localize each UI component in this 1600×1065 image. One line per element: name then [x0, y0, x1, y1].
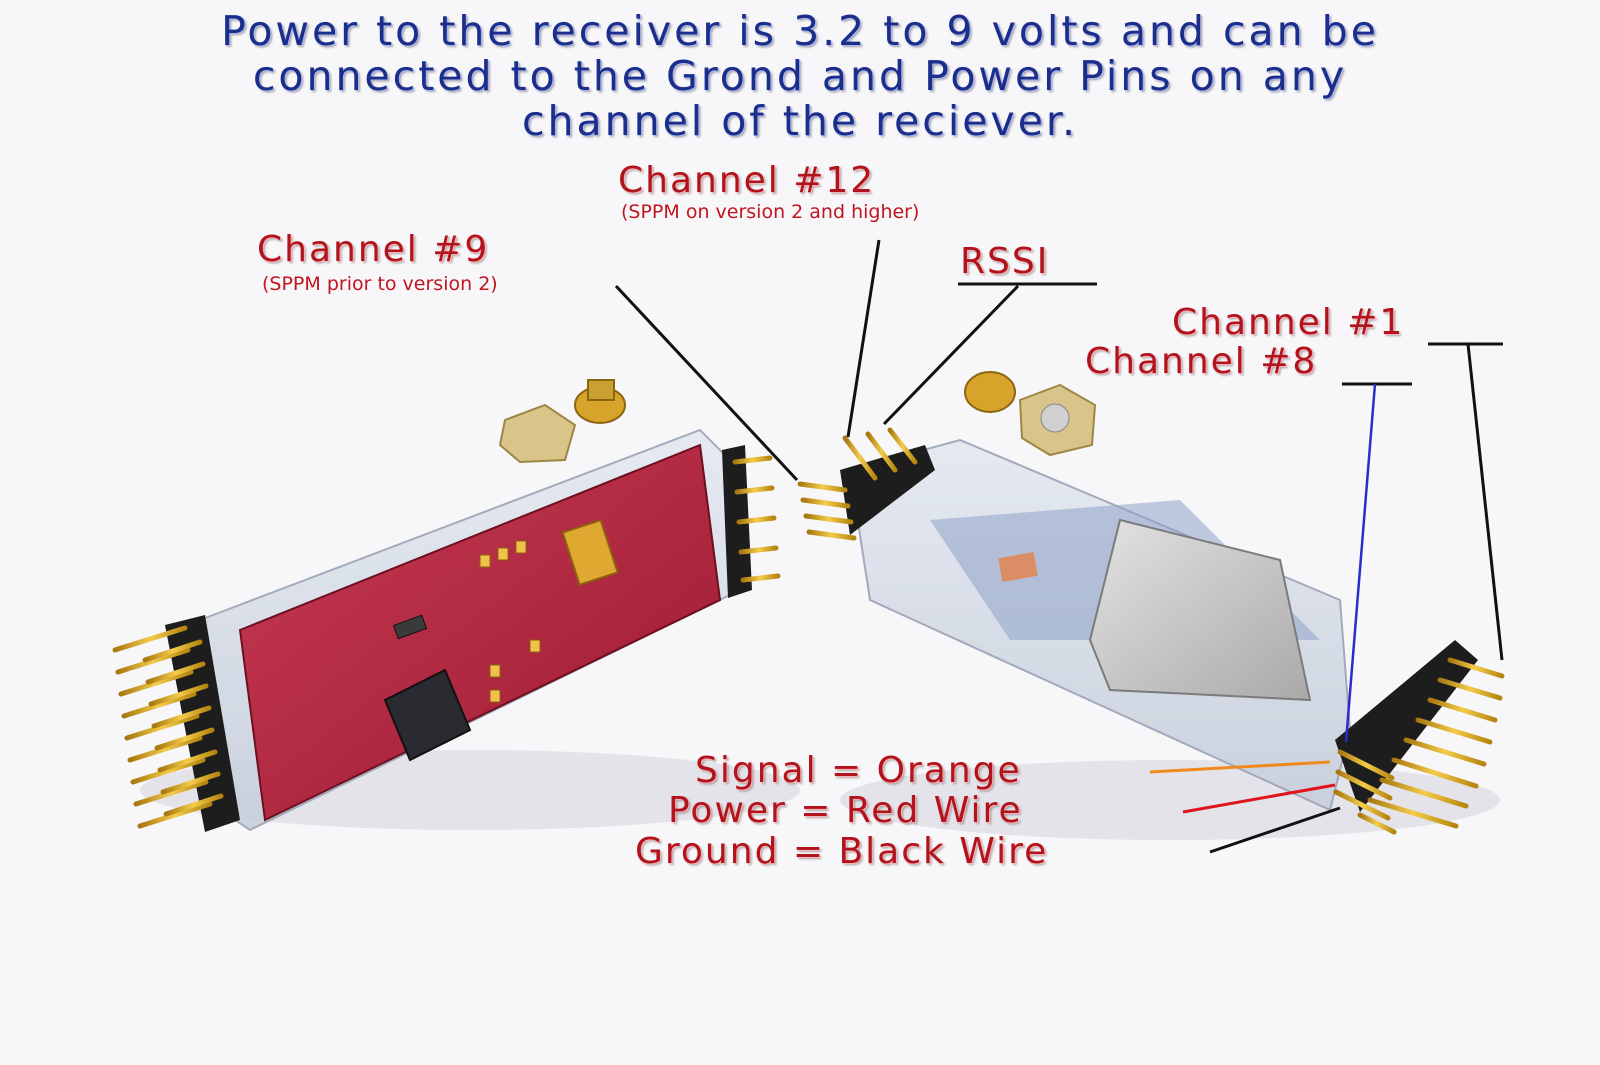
- label-rssi: RSSI: [960, 241, 1050, 282]
- channel8-pointer: [1344, 383, 1377, 743]
- right-gold-pins: [1333, 657, 1505, 835]
- rssi-pointer: [882, 284, 1020, 426]
- crystal: [392, 614, 428, 640]
- label-signal: Signal = Orange: [695, 750, 1022, 791]
- left-receiver-end-pins: [732, 455, 781, 583]
- pcb-pads: [479, 540, 541, 703]
- ground-pointer: [1209, 806, 1341, 854]
- right-receiver: [797, 371, 1505, 840]
- channel1-pointer: [1466, 343, 1504, 661]
- left-antenna-connector: [498, 379, 626, 464]
- right-antenna-connector: [964, 371, 1097, 457]
- rf-shield: [1088, 518, 1312, 702]
- right-receiver-top-pins: [797, 427, 918, 541]
- pointer-lines: [614, 239, 1504, 854]
- note-channel-9: (SPPM prior to version 2): [262, 273, 498, 295]
- headline-line-2: connected to the Grond and Power Pins on…: [252, 52, 1348, 100]
- rf-chip: [998, 552, 1038, 582]
- channel9-pointer: [614, 284, 799, 482]
- right-receiver-top-header: [840, 445, 935, 535]
- label-channel-12: Channel #12: [618, 160, 876, 201]
- left-receiver: [112, 379, 800, 832]
- left-gold-pins: [112, 625, 224, 829]
- power-pointer: [1182, 783, 1336, 814]
- headline-line-3: channel of the reciever.: [521, 97, 1079, 145]
- signal-pointer: [1149, 760, 1331, 774]
- mcu-chip: [383, 668, 472, 762]
- tantalum-capacitor: [561, 518, 619, 587]
- label-channel-8: Channel #8: [1085, 341, 1318, 382]
- label-channel-9: Channel #9: [257, 229, 490, 270]
- channel12-pointer: [846, 239, 881, 438]
- label-power: Power = Red Wire: [668, 790, 1023, 831]
- label-channel-1: Channel #1: [1172, 302, 1405, 343]
- label-ground: Ground = Black Wire: [635, 831, 1049, 872]
- note-channel-12: (SPPM on version 2 and higher): [621, 201, 920, 223]
- headline-line-1: Power to the receiver is 3.2 to 9 volts …: [221, 7, 1379, 55]
